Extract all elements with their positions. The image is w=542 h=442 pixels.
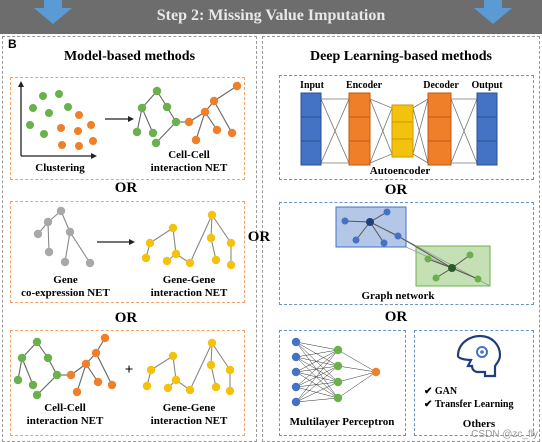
- mlp-input-node: [291, 367, 301, 377]
- others-box: [414, 330, 534, 436]
- gene-gene-network-2: [142, 338, 235, 396]
- mlp-diagram: [291, 337, 381, 407]
- gear-head-icon: [456, 334, 502, 378]
- mlp-hidden-node: [333, 377, 343, 387]
- model-based-title: Model-based methods: [63, 49, 196, 64]
- panel-letter: B: [8, 37, 17, 51]
- mlp-input-node: [291, 352, 301, 362]
- or-middle: OR: [247, 229, 271, 245]
- others-list: ✔ GAN ✔ Transfer Learning: [424, 385, 514, 411]
- mlp-input-node: [291, 397, 301, 407]
- mlp-hidden-node: [333, 345, 343, 355]
- mlp-hidden-node: [333, 393, 343, 403]
- graph-network-caption: Graph network: [361, 290, 435, 302]
- or-right-2: OR: [384, 309, 408, 325]
- mlp-box: [279, 330, 406, 436]
- clustering-box: [10, 77, 245, 180]
- step-title: Step 2: Missing Value Imputation: [156, 7, 386, 24]
- or-left-2: OR: [114, 310, 138, 326]
- right-down-arrow: [474, 0, 512, 24]
- autoencoder-diagram: [300, 92, 498, 166]
- mlp-output-node: [371, 367, 381, 377]
- others-caption: Others: [462, 418, 496, 430]
- gene-gene-net-label-2: Gene-Gene interaction NET: [150, 402, 228, 427]
- ae-decoder-label: Decoder: [423, 80, 459, 91]
- clustering-scatter: [18, 81, 97, 159]
- gene-coexpression-network: [33, 206, 95, 268]
- ae-encoder-label: Encoder: [345, 80, 383, 91]
- plus-sign: +: [124, 362, 134, 378]
- cell-cell-network-1: [132, 81, 242, 148]
- mlp-input-node: [291, 337, 301, 347]
- mlp-hidden-node: [333, 361, 343, 371]
- left-down-arrow: [34, 0, 72, 24]
- cell-cell-net-label-2: Cell-Cell interaction NET: [26, 402, 104, 427]
- clustering-label: Clustering: [35, 162, 85, 174]
- autoencoder-box: [279, 75, 534, 180]
- graph-network-box: [279, 202, 534, 305]
- gene-gene-network-1: [141, 210, 236, 270]
- gene-network-box: [10, 201, 245, 303]
- mlp-caption: Multilayer Perceptron: [289, 416, 395, 428]
- gene-gene-net-label-1: Gene-Gene interaction NET: [150, 274, 228, 299]
- gene-coexpression-label: Gene co-expression NET: [21, 274, 110, 299]
- graph-network-diagram: [335, 206, 491, 287]
- ae-input-label: Input: [300, 80, 324, 91]
- or-left-1: OR: [114, 180, 138, 196]
- others-item-gan: ✔ GAN: [424, 386, 458, 397]
- csdn-watermark: CSDN @zc_fly: [471, 429, 538, 440]
- ae-output-label: Output: [471, 80, 503, 91]
- cell-cell-net-label-1: Cell-Cell interaction NET: [150, 149, 228, 174]
- step-header: Step 2: Missing Value Imputation: [0, 0, 542, 34]
- or-right-1: OR: [384, 182, 408, 198]
- cell-cell-network-2: [13, 333, 117, 400]
- deep-learning-title: Deep Learning-based methods: [309, 49, 492, 64]
- autoencoder-caption: Autoencoder: [369, 165, 431, 177]
- combined-network-box: [10, 330, 245, 436]
- others-item-transfer: ✔ Transfer Learning: [424, 399, 514, 410]
- mlp-input-node: [291, 382, 301, 392]
